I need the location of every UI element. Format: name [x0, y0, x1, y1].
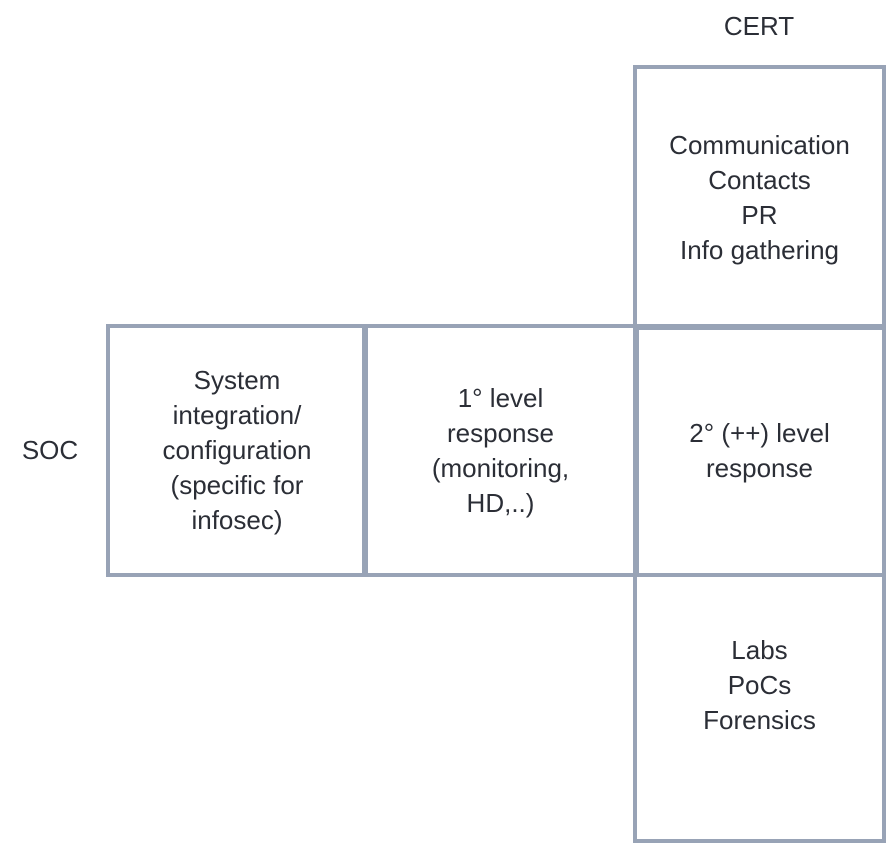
box-line: infosec) [191, 505, 283, 535]
box-line: 2° (++) level [689, 417, 830, 448]
first-level-response-text: 1° level response (monitoring, HD,..) [432, 381, 569, 521]
box-line: (specific for [170, 470, 304, 500]
system-integration-text: System integration/ configuration (speci… [163, 363, 312, 538]
box-line: Info gathering [679, 234, 839, 265]
second-level-response-text: 2° (++) level response [689, 416, 829, 486]
cert-label: CERT [723, 11, 795, 41]
soc-label: SOC [21, 435, 79, 465]
second-level-response-box: 2° (++) level response [633, 324, 886, 577]
box-line: Contacts [708, 164, 811, 195]
cert-communication-text: Communication Contacts PR Info gathering [669, 128, 850, 268]
box-line: Communication [669, 129, 850, 160]
first-level-response-box: 1° level response (monitoring, HD,..) [362, 324, 639, 577]
box-line: integration/ [172, 400, 302, 430]
box-line: (monitoring, [431, 452, 570, 483]
system-integration-box: System integration/ configuration (speci… [106, 324, 368, 577]
box-line: configuration [162, 435, 312, 465]
cert-communication-box: Communication Contacts PR Info gathering [633, 65, 886, 330]
box-line: PoCs [727, 670, 792, 700]
box-line: Labs [731, 635, 788, 665]
box-line: System [193, 365, 281, 395]
box-line: HD,..) [466, 487, 535, 518]
labs-box: Labs PoCs Forensics [633, 573, 886, 843]
labs-text: Labs PoCs Forensics [703, 633, 816, 738]
box-line: response [706, 452, 813, 483]
box-line: response [447, 417, 554, 448]
box-line: 1° level [457, 382, 544, 413]
box-line: Forensics [703, 705, 816, 735]
box-line: PR [741, 199, 778, 230]
